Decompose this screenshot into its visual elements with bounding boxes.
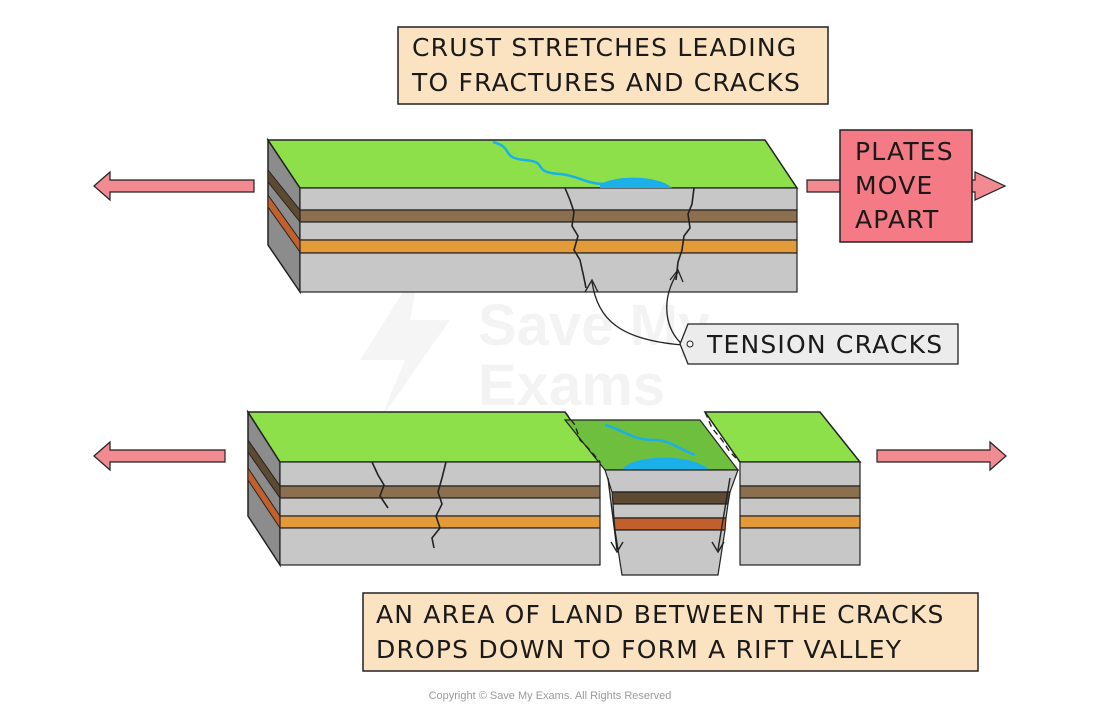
tension-tag [679,323,959,365]
bottom-crack-2 [431,461,447,549]
bottom-left-grey3 [279,527,601,566]
bottom-left-grey1 [279,461,601,487]
plates-line1: PLATES [855,137,954,166]
top-caption-line2: TO FRACTURES AND CRACKS [411,68,801,97]
plates-line3: APART [855,205,940,234]
bottom-right-arrow [876,440,1007,472]
top-caption-line1: CRUST STRETCHES LEADING [412,33,797,62]
tension-text: TENSION CRACKS [706,330,943,359]
bottom-caption-line1: AN AREA OF LAND BETWEEN THE CRACKS [376,600,945,629]
watermark-line2: Exams [478,353,665,418]
plates-box [839,129,973,243]
watermark: Save My Exams [360,265,710,420]
bottom-caption-line2: DROPS DOWN TO FORM A RIFT VALLEY [376,635,902,664]
watermark-logo-icon [360,265,450,420]
plates-line2: MOVE [855,171,934,200]
bottom-right-grey2 [739,497,861,517]
valley-lake [622,457,710,470]
top-layer-grey1 [299,187,798,211]
bottom-caption: AN AREA OF LAND BETWEEN THE CRACKS DROPS… [362,592,979,672]
bottom-right-grey3 [739,527,861,566]
watermark-line1: Save My [478,293,710,358]
bottom-caption-box [362,592,979,672]
bottom-grass-left [246,411,602,463]
tension-cracks-label: TENSION CRACKS [584,268,959,365]
top-caption: CRUST STRETCHES LEADING TO FRACTURES AND… [397,26,829,105]
copyright-text: Copyright © Save My Exams. All Rights Re… [428,690,672,702]
bottom-crust-block [246,409,862,576]
bottom-grass-right [703,411,862,463]
bottom-right-grey1 [739,461,861,487]
plates-move-apart-label: PLATES MOVE APART [839,129,973,243]
bottom-right-orange [739,515,861,529]
tension-pointer-right [666,271,684,346]
top-block-grass [266,139,799,189]
top-layer-orange [299,239,798,254]
tension-pointer-left [591,281,684,346]
top-crack-right [675,187,695,281]
bottom-right-brown [739,485,861,499]
dropped-block [604,469,739,576]
bottom-crack-1 [371,461,389,509]
top-left-arrow [93,170,255,202]
top-layer-brown [299,209,798,223]
top-layer-grey2 [299,221,798,241]
top-layer-grey3 [299,252,798,293]
top-caption-box [397,26,829,105]
top-river [492,140,606,186]
bottom-left-arrow [93,440,226,472]
valley-river [604,423,696,457]
top-crack-left [564,187,587,289]
top-crust-block [266,137,799,295]
top-lake [600,177,672,188]
